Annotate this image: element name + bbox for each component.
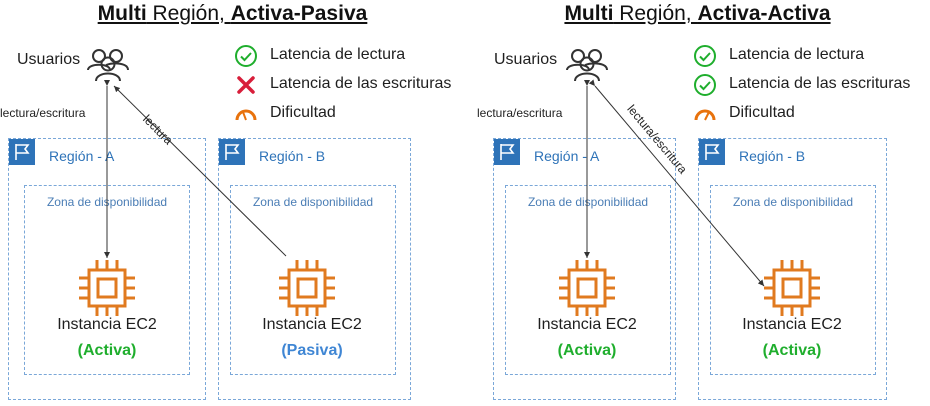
region-b: Región - B <box>218 138 411 400</box>
title-bold: Activa-Activa <box>697 2 831 25</box>
availability-zone: Zona de disponibilidad <box>230 185 396 375</box>
gauge-icon <box>235 109 257 121</box>
flag-icon <box>494 139 520 165</box>
ec2-chip-icon <box>79 260 135 316</box>
users-label: Usuarios <box>494 51 558 68</box>
legend-text: Latencia de lectura <box>270 46 406 63</box>
arrow-read <box>113 85 287 257</box>
instance-label: Instancia EC2 <box>537 316 637 333</box>
check-circle-icon <box>694 45 716 67</box>
title-middle: Región, <box>613 2 698 25</box>
title-prefix: Multi <box>564 2 614 25</box>
title-bold: Activa-Pasiva <box>230 2 368 25</box>
ec2-chip-icon <box>764 260 820 316</box>
az-label: Zona de disponibilidad <box>252 195 374 209</box>
title-prefix: Multi <box>97 2 147 25</box>
legend-text: Latencia de lectura <box>729 46 865 63</box>
connection-arrows <box>584 79 765 287</box>
instance-label: Instancia EC2 <box>742 316 842 333</box>
arrow-label: lectura/escritura <box>0 106 86 120</box>
region-a: Región - A <box>493 138 676 400</box>
arrow-read-write <box>588 79 765 287</box>
panel-active-active: Multi Región, Activa-Activa Usuarios Lat… <box>465 0 930 406</box>
legend-text: Latencia de las escrituras <box>270 75 452 92</box>
region-label: Región - B <box>259 148 326 164</box>
legend-text: Dificultad <box>270 104 336 121</box>
arrow-label: lectura/escritura <box>477 106 563 120</box>
instance-state: (Activa) <box>557 342 617 359</box>
instance-state: (Activa) <box>77 342 137 359</box>
instance-label: Instancia EC2 <box>57 316 157 333</box>
check-circle-icon <box>235 45 257 67</box>
instance-state: (Pasiva) <box>281 342 343 359</box>
ec2-chip-icon <box>279 260 335 316</box>
legend-text: Latencia de las escrituras <box>729 75 911 92</box>
flag-icon <box>9 139 35 165</box>
panel-active-passive: Multi Región, Activa-Pasiva Usuarios Lat… <box>0 2 465 400</box>
region-label: Región - A <box>49 148 115 164</box>
users-icon <box>566 49 608 82</box>
flag-icon <box>219 139 245 165</box>
instance-label: Instancia EC2 <box>262 316 362 333</box>
connection-arrows <box>104 80 287 258</box>
users-icon <box>87 49 129 82</box>
panel-title: Multi Región, Activa-Pasiva <box>0 2 465 26</box>
instance-state: (Activa) <box>762 342 822 359</box>
title-middle: Región, <box>146 2 231 25</box>
users-label: Usuarios <box>17 51 81 68</box>
region-label: Región - A <box>534 148 600 164</box>
cross-icon <box>237 76 255 94</box>
panel-title: Multi Región, Activa-Activa <box>465 2 930 26</box>
